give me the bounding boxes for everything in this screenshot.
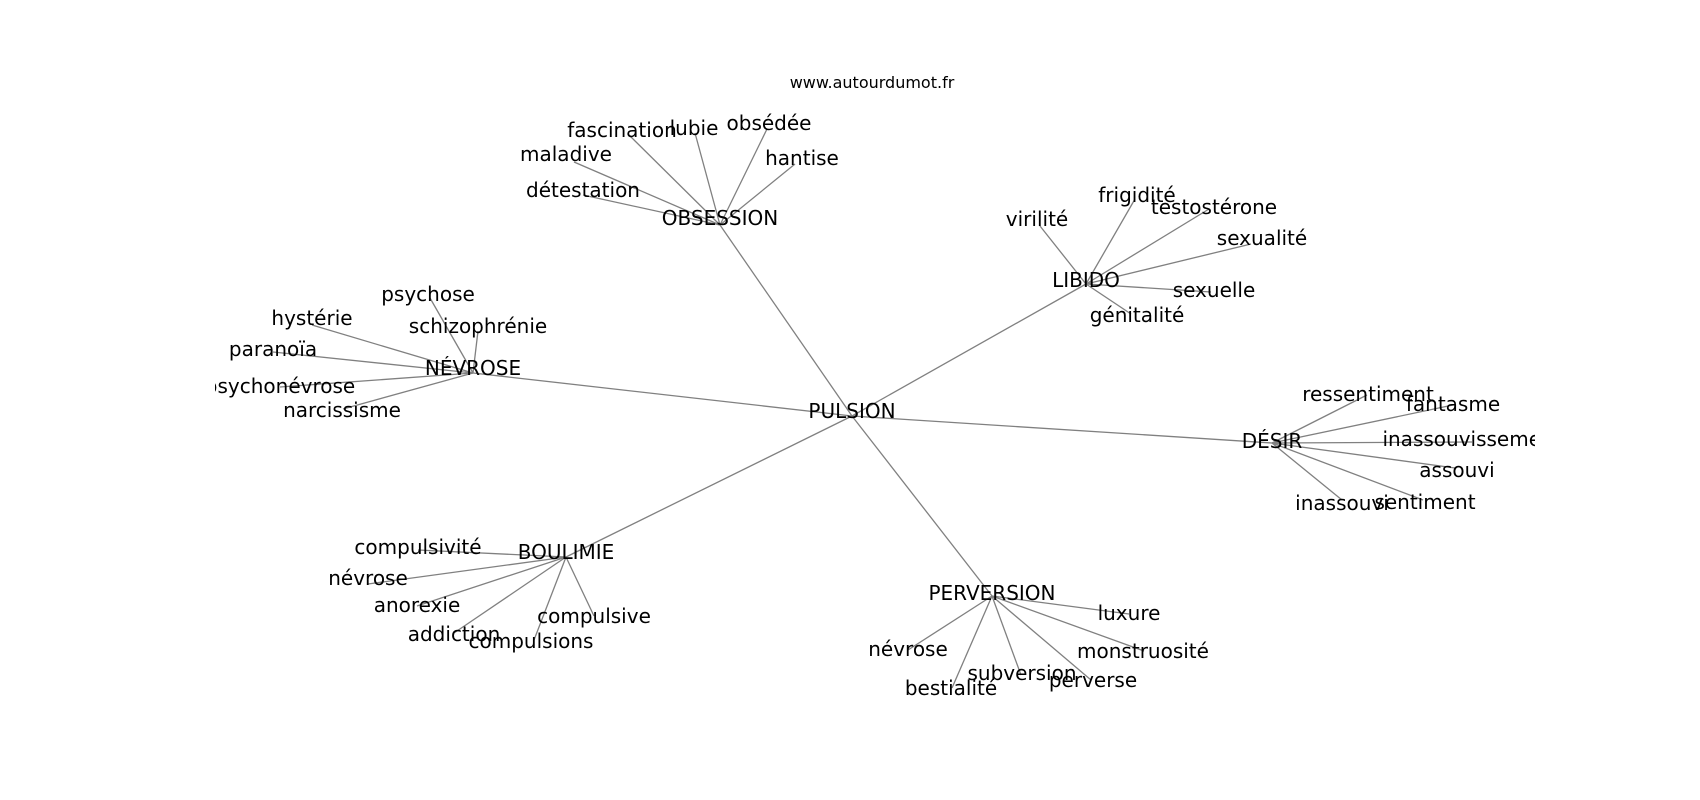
edge-desir-fantasme [1271, 404, 1454, 444]
edge-boulimie-compulsive [565, 556, 595, 617]
edge-pulsion-libido [851, 283, 1087, 417]
edge-obsession-detestation [582, 194, 721, 226]
edge-boulimie-addiction [453, 556, 567, 634]
node-center-pulsion[interactable]: PULSION [808, 399, 895, 423]
node-word-monstruosite[interactable]: monstruosité [1077, 639, 1209, 663]
node-word-psychose[interactable]: psychose [381, 282, 475, 306]
edge-libido-sexualite [1085, 243, 1252, 285]
edge-obsession-obsedee [719, 128, 768, 226]
edge-pulsion-nevrose [472, 372, 853, 417]
node-word-anorexie[interactable]: anorexie [374, 593, 461, 617]
edge-libido-genitalite [1085, 283, 1132, 315]
node-word-sexualite[interactable]: sexualité [1217, 226, 1307, 250]
node-word-genitalite[interactable]: génitalité [1090, 303, 1185, 327]
edge-pulsion-boulimie [565, 415, 853, 558]
edge-perversion-nevrose3 [907, 595, 993, 651]
edges-layer [272, 128, 1473, 689]
node-word-lubie[interactable]: lubie [670, 116, 719, 140]
edge-libido-sexuelle [1085, 283, 1212, 293]
node-word-sexuelle[interactable]: sexuelle [1173, 278, 1256, 302]
node-word-detestation[interactable]: détestation [526, 178, 640, 202]
node-word-schizophrenie[interactable]: schizophrénie [409, 314, 547, 338]
edge-perversion-monstruosite [991, 595, 1145, 652]
node-word-inassouvissement[interactable]: inassouvissement [1382, 427, 1561, 451]
node-word-nevrose2[interactable]: névrose [328, 566, 408, 590]
node-word-fantasme[interactable]: fantasme [1406, 392, 1500, 416]
edge-desir-sentiment [1271, 442, 1424, 501]
edge-libido-testosterone [1085, 208, 1210, 285]
edge-nevrose-schizophrenie [472, 330, 479, 374]
node-word-bestialite[interactable]: bestialité [905, 676, 997, 700]
node-word-compulsivite[interactable]: compulsivité [354, 535, 481, 559]
node-word-sentiment[interactable]: sentiment [1374, 490, 1475, 514]
node-word-nevrose3[interactable]: névrose [868, 637, 948, 661]
node-hub-boulimie[interactable]: BOULIMIE [518, 540, 615, 564]
edge-libido-virilite [1039, 225, 1087, 285]
edge-nevrose-hysterie [311, 324, 474, 374]
node-word-testosterone[interactable]: testostérone [1151, 195, 1277, 219]
edge-perversion-subversion [991, 595, 1022, 676]
edge-pulsion-obsession [719, 224, 853, 417]
node-word-narcissisme[interactable]: narcissisme [283, 398, 401, 422]
edge-boulimie-compulsivite [417, 549, 567, 558]
edge-obsession-maladive [573, 161, 721, 226]
edge-nevrose-psychonevrose [279, 372, 474, 388]
edge-desir-assouvi [1271, 442, 1456, 469]
node-word-maladive[interactable]: maladive [520, 142, 612, 166]
node-word-fascination[interactable]: fascination [567, 118, 677, 142]
node-word-compulsive[interactable]: compulsive [537, 604, 651, 628]
node-word-hysterie[interactable]: hystérie [271, 306, 352, 330]
edge-desir-inassouvissement [1271, 441, 1473, 444]
edge-pulsion-perversion [851, 415, 993, 597]
edge-nevrose-narcissisme [342, 372, 474, 410]
edge-pulsion-desir [851, 415, 1273, 444]
edge-obsession-hantise [719, 163, 796, 226]
node-word-assouvi[interactable]: assouvi [1419, 458, 1494, 482]
node-word-inassouvi[interactable]: inassouvi [1295, 491, 1389, 515]
edge-perversion-bestialite [951, 595, 993, 689]
node-hub-nevrose[interactable]: NÉVROSE [425, 356, 521, 380]
node-word-frigidite[interactable]: frigidité [1098, 183, 1175, 207]
edge-nevrose-paranoia [272, 351, 474, 374]
node-word-subversion[interactable]: subversion [967, 661, 1076, 685]
node-word-compulsions[interactable]: compulsions [469, 629, 594, 653]
edge-nevrose-psychose [429, 297, 474, 374]
node-word-luxure[interactable]: luxure [1098, 601, 1161, 625]
edge-perversion-luxure [991, 595, 1130, 615]
edge-obsession-fascination [627, 133, 721, 226]
edge-desir-inassouvi [1271, 442, 1343, 501]
node-word-paranoia[interactable]: paranoïa [229, 337, 317, 361]
node-hub-perversion[interactable]: PERVERSION [928, 581, 1055, 605]
site-watermark: www.autourdumot.fr [790, 73, 955, 92]
node-word-virilite[interactable]: virilité [1006, 207, 1068, 231]
node-word-obsedee[interactable]: obsédée [727, 111, 812, 135]
node-word-hantise[interactable]: hantise [765, 146, 839, 170]
edge-perversion-perverse [991, 595, 1092, 681]
node-word-psychonevrose[interactable]: psychonévrose [205, 374, 355, 398]
edge-libido-frigidite [1085, 198, 1136, 285]
edge-desir-ressentiment [1271, 394, 1368, 444]
node-word-perverse[interactable]: perverse [1049, 668, 1137, 692]
edge-boulimie-compulsions [533, 556, 567, 641]
node-word-ressentiment[interactable]: ressentiment [1302, 382, 1434, 406]
node-word-addiction[interactable]: addiction [408, 622, 501, 646]
node-hub-obsession[interactable]: OBSESSION [662, 206, 778, 230]
node-hub-desir[interactable]: DÉSIR [1242, 429, 1303, 453]
edge-boulimie-anorexie [416, 556, 567, 607]
edge-obsession-lubie [694, 132, 721, 226]
node-hub-libido[interactable]: LIBIDO [1052, 268, 1120, 292]
edge-boulimie-nevrose2 [367, 556, 567, 585]
